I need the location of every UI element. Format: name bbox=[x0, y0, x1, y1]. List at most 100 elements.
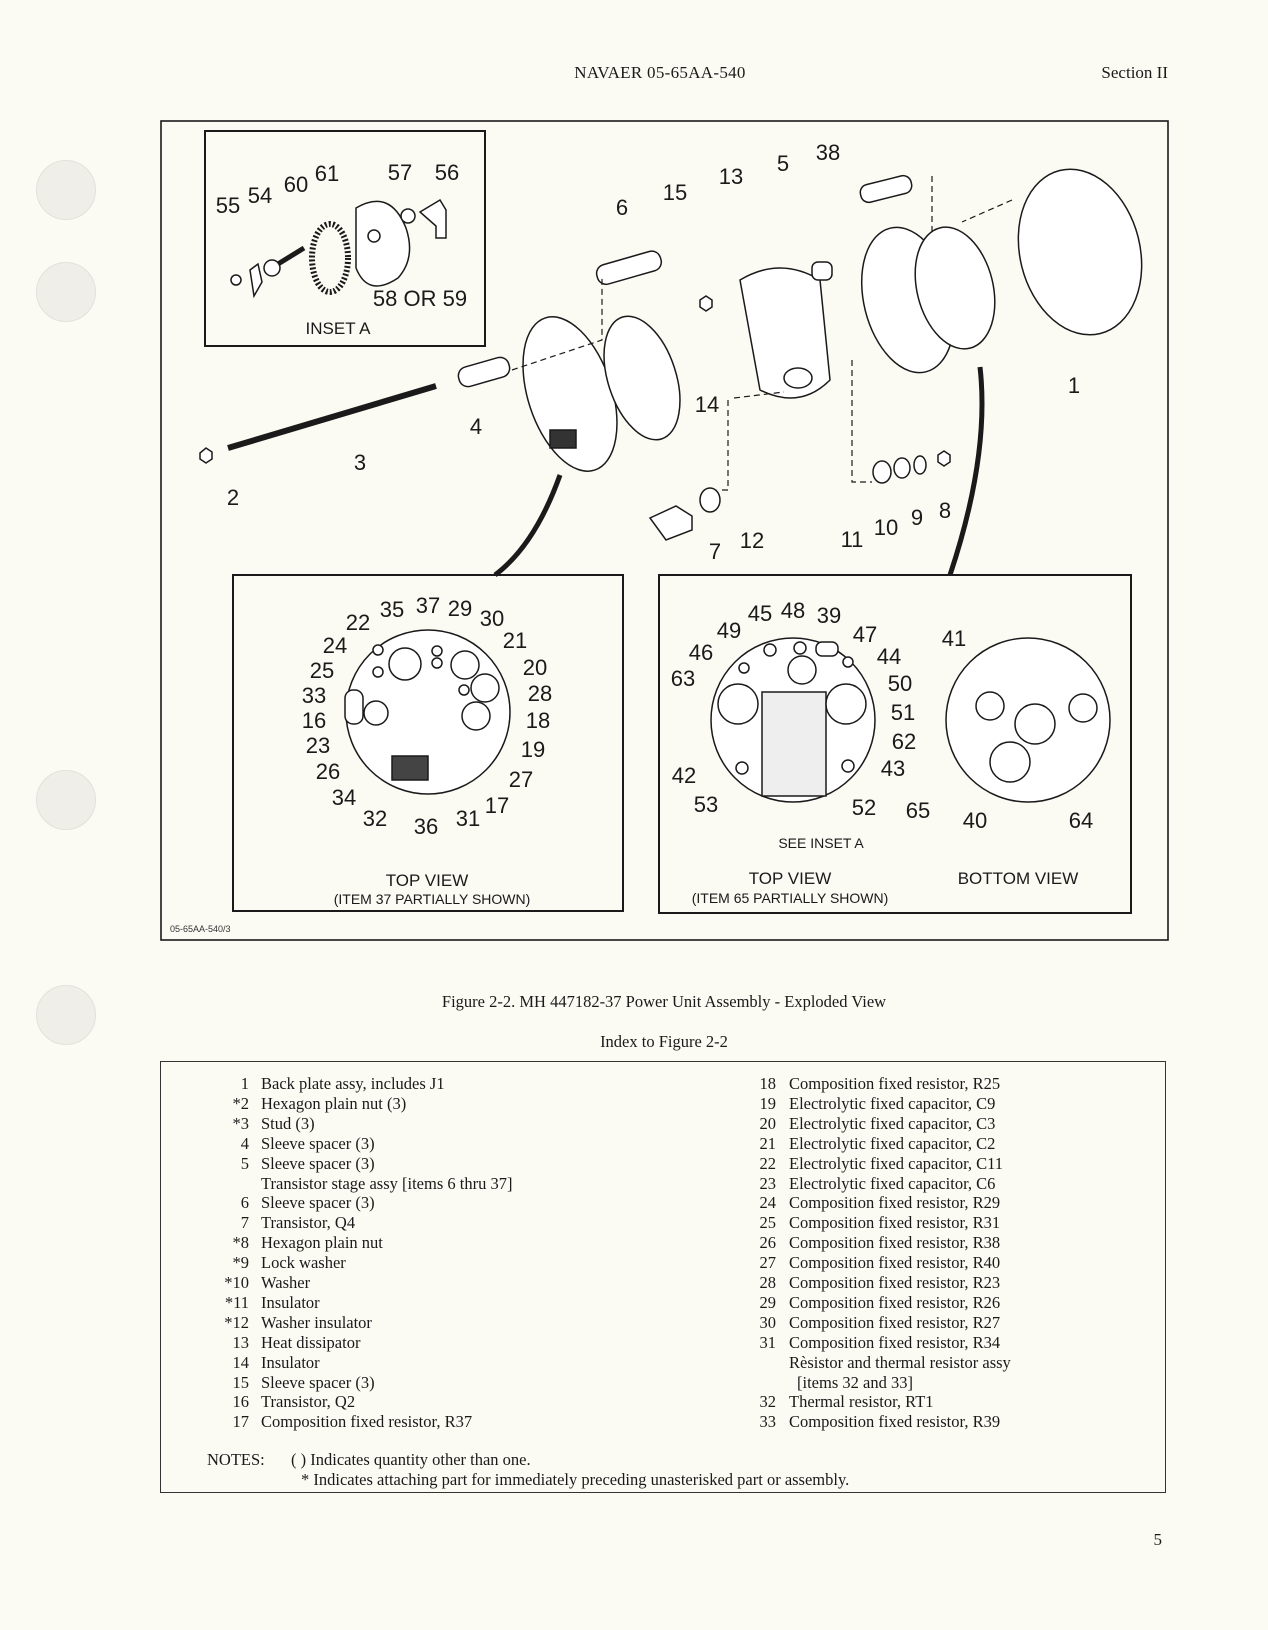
callout-number: 33 bbox=[302, 683, 326, 708]
item-description: Composition fixed resistor, R27 bbox=[789, 1312, 1001, 1332]
item-number: 20 bbox=[759, 1113, 777, 1133]
callout-number: 58 OR 59 bbox=[373, 286, 467, 311]
item-description: Stud (3) bbox=[261, 1113, 315, 1133]
item-description: Hexagon plain nut (3) bbox=[261, 1093, 407, 1113]
callout-number: 1 bbox=[1068, 373, 1080, 398]
item-description: Sleeve spacer (3) bbox=[261, 1372, 375, 1392]
callout-number: 7 bbox=[709, 539, 721, 564]
part-8-nut bbox=[937, 450, 951, 467]
part-9-lock-washer bbox=[913, 455, 927, 475]
callout-number: 12 bbox=[740, 528, 764, 553]
item-description: Transistor stage assy [items 6 thru 37] bbox=[261, 1173, 513, 1193]
item-description: Electrolytic fixed capacitor, C2 bbox=[789, 1133, 996, 1153]
callout-number: 23 bbox=[306, 733, 330, 758]
part-13-heat-dissipator bbox=[739, 267, 831, 399]
note-item: ( ) Indicates quantity other than one. bbox=[291, 1450, 531, 1469]
callout-number: 55 bbox=[216, 193, 240, 218]
callout-number: 17 bbox=[485, 793, 509, 818]
item-description: Electrolytic fixed capacitor, C6 bbox=[789, 1173, 996, 1193]
item-number: 21 bbox=[759, 1133, 777, 1153]
item-description: Back plate assy, includes J1 bbox=[261, 1074, 445, 1093]
item-description: Sleeve spacer (3) bbox=[261, 1193, 375, 1213]
callout-number: 57 bbox=[388, 160, 412, 185]
callout-number: 26 bbox=[316, 759, 340, 784]
callout-number: 48 bbox=[781, 598, 805, 623]
item-description: Electrolytic fixed capacitor, C3 bbox=[789, 1113, 996, 1133]
callout-number: 14 bbox=[695, 392, 719, 417]
view-label: BOTTOM VIEW bbox=[958, 869, 1079, 888]
callout-number: 63 bbox=[671, 666, 695, 691]
part-3-stud bbox=[227, 383, 437, 451]
callout-number: 47 bbox=[853, 622, 877, 647]
item-number: *8 bbox=[232, 1233, 250, 1253]
item-number: 22 bbox=[759, 1153, 777, 1173]
item-number: 1 bbox=[240, 1074, 249, 1093]
part-10-washer bbox=[893, 457, 911, 479]
top-view-left-frame bbox=[232, 574, 624, 912]
item-description: Composition fixed resistor, R23 bbox=[789, 1273, 1001, 1292]
item-description: Transistor, Q2 bbox=[261, 1392, 356, 1412]
callout-number: 6 bbox=[616, 195, 628, 220]
item-description: Composition fixed resistor, R38 bbox=[789, 1233, 1001, 1253]
view-arrows bbox=[493, 366, 985, 577]
callout-number: 39 bbox=[817, 603, 841, 628]
item-description: Composition fixed resistor, R40 bbox=[789, 1253, 1001, 1273]
callout-number: 54 bbox=[248, 183, 272, 208]
item-number: *3 bbox=[232, 1113, 250, 1133]
item-number: 5 bbox=[240, 1153, 249, 1173]
view-label: INSET A bbox=[306, 319, 372, 338]
item-number: 23 bbox=[759, 1173, 777, 1193]
part-4-spacer bbox=[457, 356, 511, 388]
callout-number: 46 bbox=[689, 640, 713, 665]
callout-number: 60 bbox=[284, 172, 308, 197]
binder-hole bbox=[36, 985, 96, 1045]
callout-number: 21 bbox=[503, 628, 527, 653]
view-label: (ITEM 65 PARTIALLY SHOWN) bbox=[692, 890, 889, 906]
callout-number: 32 bbox=[363, 806, 387, 831]
callout-number: 62 bbox=[892, 729, 916, 754]
item-description: Electrolytic fixed capacitor, C11 bbox=[789, 1153, 1004, 1173]
item-number: 6 bbox=[240, 1193, 249, 1213]
item-description: Composition fixed resistor, R34 bbox=[789, 1332, 1001, 1352]
item-description: Transistor, Q4 bbox=[261, 1213, 356, 1233]
item-number: 15 bbox=[232, 1372, 250, 1392]
item-description: Washer bbox=[261, 1273, 311, 1292]
item-description: Composition fixed resistor, R25 bbox=[789, 1074, 1001, 1093]
item-number: 29 bbox=[759, 1292, 777, 1312]
callout-number: 20 bbox=[523, 655, 547, 680]
callout-number: 27 bbox=[509, 767, 533, 792]
callout-number: 36 bbox=[414, 814, 438, 839]
item-description: Washer insulator bbox=[261, 1312, 372, 1332]
item-description: Rèsistor and thermal resistor assy bbox=[789, 1352, 1011, 1372]
item-description: Electrolytic fixed capacitor, C9 bbox=[789, 1093, 996, 1113]
index-title: Index to Figure 2-2 bbox=[600, 1032, 728, 1051]
view-label: TOP VIEW bbox=[749, 869, 832, 888]
part-14-insulator bbox=[783, 367, 813, 389]
binder-hole bbox=[36, 160, 96, 220]
part-1-back-plate bbox=[1017, 168, 1143, 336]
callout-number: 28 bbox=[528, 681, 552, 706]
item-description: Thermal resistor, RT1 bbox=[789, 1392, 934, 1412]
document-number: NAVAER 05-65AA-540 bbox=[574, 63, 746, 82]
item-number: 33 bbox=[759, 1412, 777, 1432]
callout-number: 51 bbox=[891, 700, 915, 725]
item-number: 7 bbox=[240, 1213, 249, 1233]
item-number: 28 bbox=[759, 1273, 777, 1292]
callout-number: 10 bbox=[874, 515, 898, 540]
callout-number: 45 bbox=[748, 601, 772, 626]
page-number: 5 bbox=[1153, 1530, 1163, 1549]
inset-a-parts bbox=[230, 198, 447, 299]
callout-number: 42 bbox=[672, 763, 696, 788]
callout-number: 64 bbox=[1069, 808, 1093, 833]
part-7-transistor bbox=[648, 505, 693, 541]
assembly-lines bbox=[511, 176, 1013, 491]
callout-number: 52 bbox=[852, 795, 876, 820]
item-number: 26 bbox=[759, 1233, 777, 1253]
callout-number: 35 bbox=[380, 597, 404, 622]
callout-number: 43 bbox=[881, 756, 905, 781]
art-number: 05-65AA-540/3 bbox=[170, 924, 231, 934]
item-description: Composition fixed resistor, R26 bbox=[789, 1292, 1001, 1312]
callout-number: 41 bbox=[942, 626, 966, 651]
